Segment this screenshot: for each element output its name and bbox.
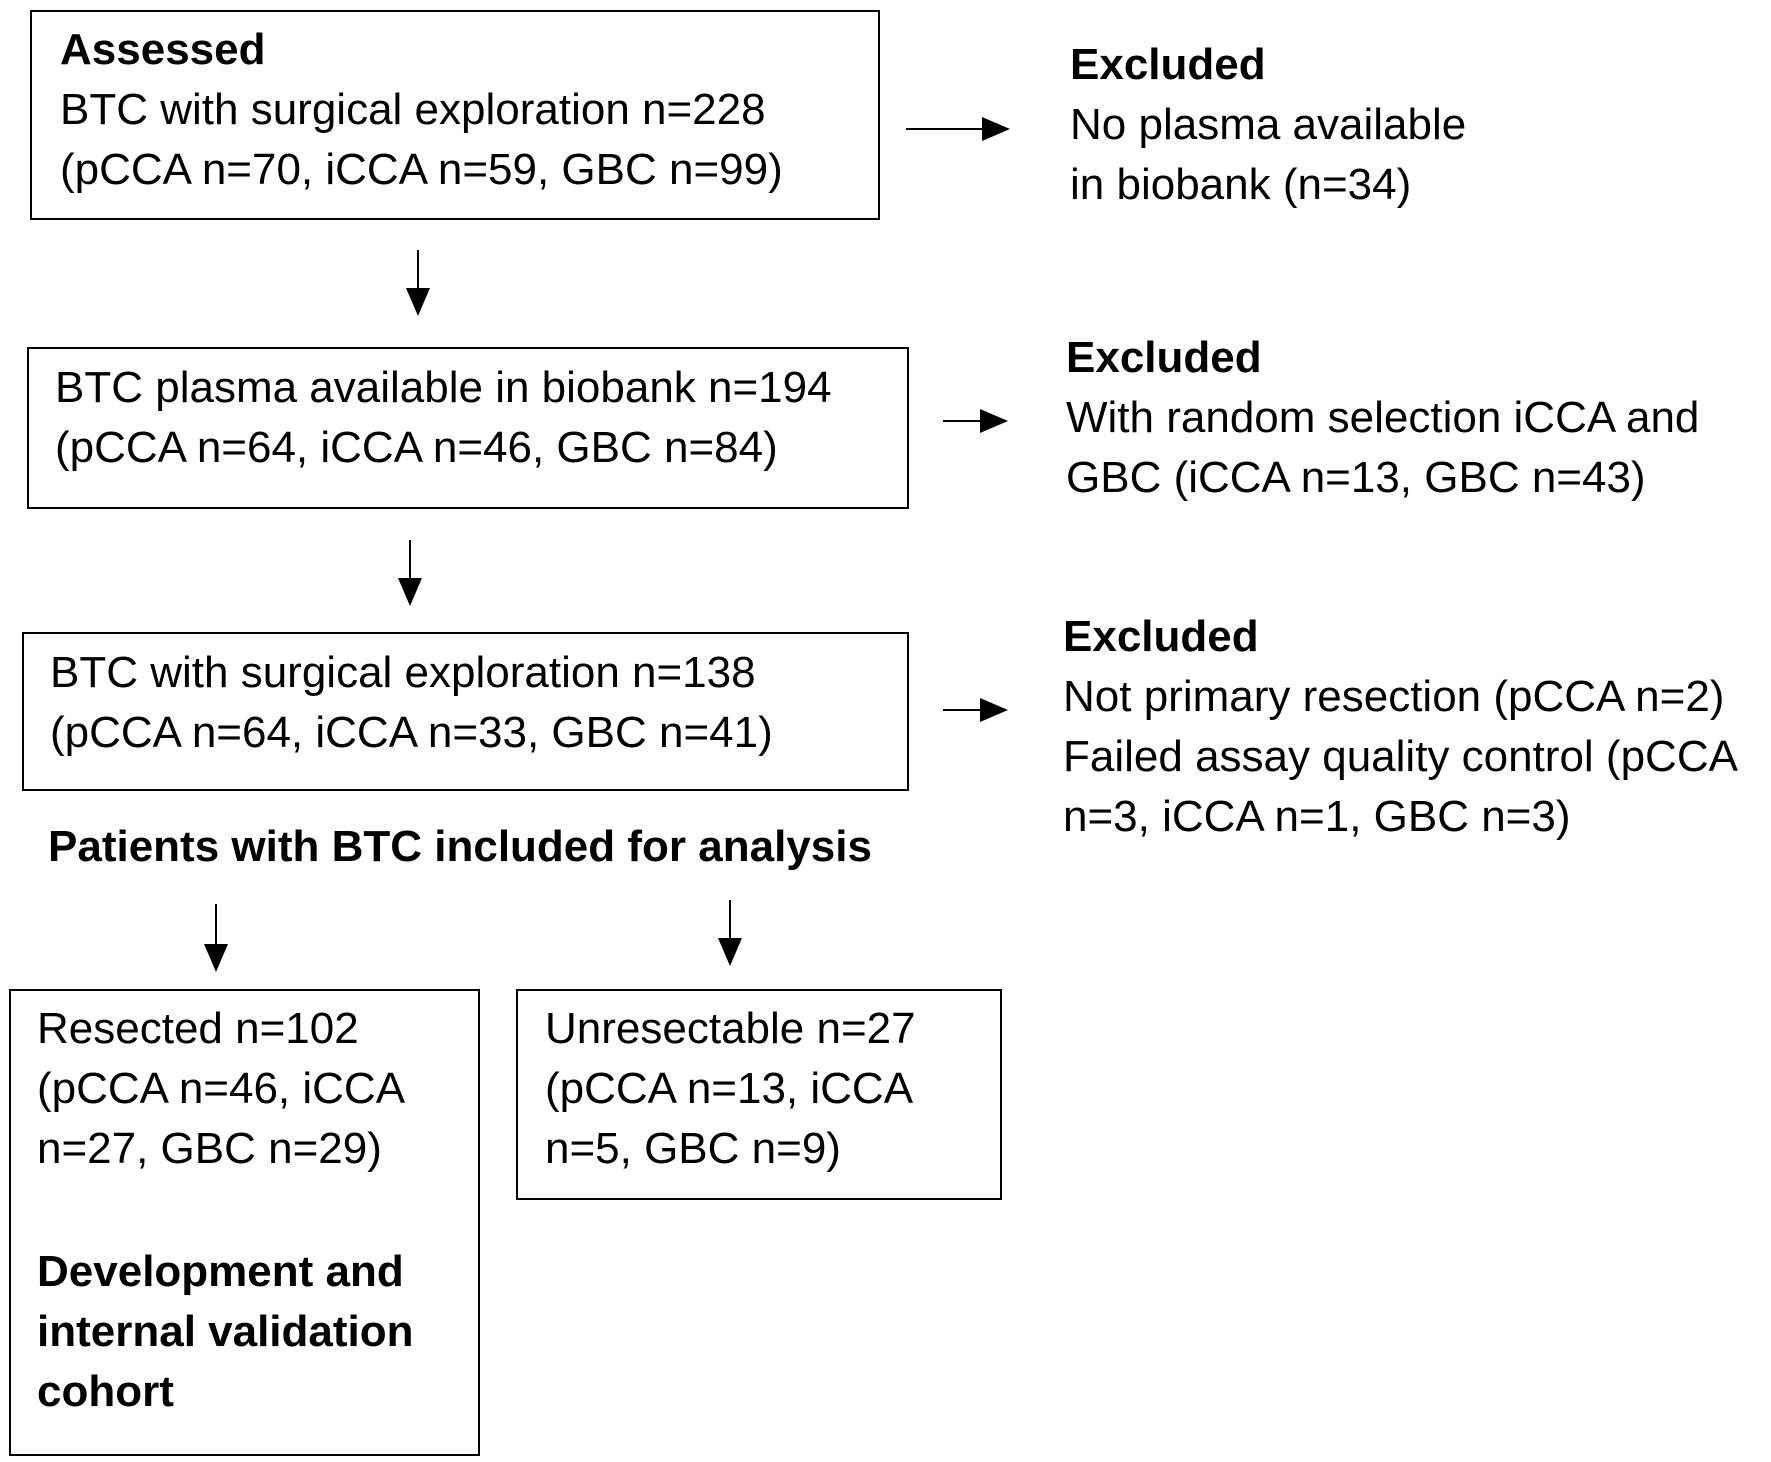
included-heading: Patients with BTC included for analysis: [48, 822, 872, 871]
excluded-3-line1: Not primary resection (pCCA n=2): [1063, 672, 1725, 721]
unresectable-breakdown-1: (pCCA n=13, iCCA: [545, 1064, 914, 1113]
excluded-3-line3: n=3, iCCA n=1, GBC n=3): [1063, 792, 1571, 841]
arrow-plasma-to-excluded: [943, 409, 1008, 433]
excluded-1-line1: No plasma available: [1070, 100, 1467, 149]
arrow-plasma-to-exploration: [398, 540, 422, 606]
excluded-2-line1: With random selection iCCA and: [1066, 393, 1700, 442]
cohort-label-2: internal validation: [37, 1307, 414, 1356]
resected-breakdown-1: (pCCA n=46, iCCA: [37, 1064, 406, 1113]
assessed-heading: Assessed: [60, 25, 266, 74]
excluded-2-line2: GBC (iCCA n=13, GBC n=43): [1066, 453, 1646, 502]
excluded-3-heading: Excluded: [1063, 612, 1259, 661]
unresectable-breakdown-2: n=5, GBC n=9): [545, 1124, 841, 1173]
resected-count: Resected n=102: [37, 1004, 359, 1053]
cohort-label-3: cohort: [37, 1367, 174, 1416]
arrow-assessed-to-plasma: [406, 250, 430, 316]
arrow-assessed-to-excluded: [906, 117, 1010, 141]
exploration-count: BTC with surgical exploration n=138: [50, 648, 756, 697]
excluded-1-line2: in biobank (n=34): [1070, 160, 1412, 209]
arrow-to-resected: [204, 904, 228, 972]
arrow-to-unresectable: [718, 900, 742, 966]
assessed-count: BTC with surgical exploration n=228: [60, 85, 766, 134]
plasma-box: [27, 347, 909, 509]
resected-breakdown-2: n=27, GBC n=29): [37, 1124, 382, 1173]
unresectable-box: [516, 989, 1002, 1200]
excluded-2-heading: Excluded: [1066, 333, 1262, 382]
exploration-breakdown: (pCCA n=64, iCCA n=33, GBC n=41): [50, 708, 773, 757]
excluded-3-line2: Failed assay quality control (pCCA: [1063, 732, 1738, 781]
assessed-breakdown: (pCCA n=70, iCCA n=59, GBC n=99): [60, 145, 783, 194]
cohort-label-1: Development and: [37, 1247, 404, 1296]
assessed-box: [30, 10, 880, 220]
excluded-1-heading: Excluded: [1070, 40, 1266, 89]
plasma-breakdown: (pCCA n=64, iCCA n=46, GBC n=84): [55, 423, 778, 472]
unresectable-count: Unresectable n=27: [545, 1004, 916, 1053]
arrow-exploration-to-excluded: [943, 698, 1008, 722]
plasma-count: BTC plasma available in biobank n=194: [55, 363, 832, 412]
resected-box: [9, 989, 480, 1456]
exploration-box: [22, 632, 909, 791]
